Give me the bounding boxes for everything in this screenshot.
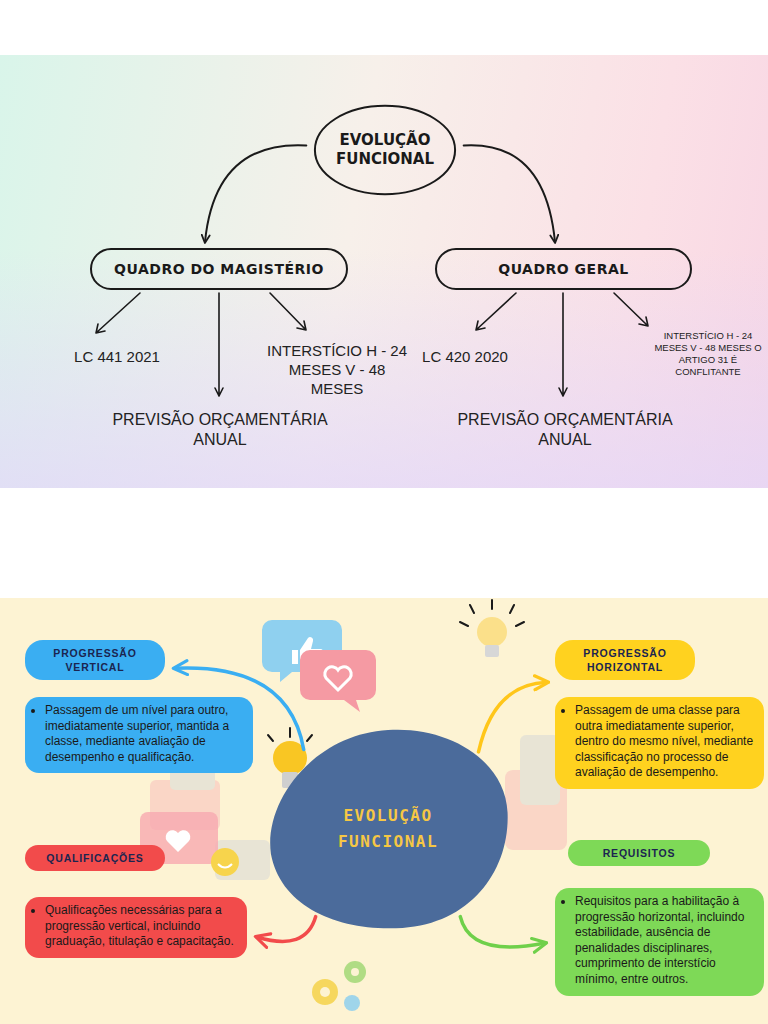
connector-arrow bbox=[479, 682, 548, 752]
gear bbox=[344, 995, 360, 1011]
heart-bubble bbox=[300, 650, 376, 712]
heart bbox=[325, 667, 351, 690]
blob-fill bbox=[270, 730, 507, 929]
description-box: Passagem de um nível para outro, imediat… bbox=[25, 697, 253, 773]
gear bbox=[312, 979, 338, 1005]
heading-pill: PROGRESSÃO VERTICAL bbox=[25, 640, 165, 680]
ellipse-border bbox=[315, 106, 455, 194]
description-box: Requisitos para a habilitação à progress… bbox=[555, 888, 764, 996]
interval-note: INTERSTÍCIO H - 24 MESES V - 48 MESES bbox=[262, 342, 412, 398]
description-box: Qualificações necessárias para a progres… bbox=[25, 897, 247, 958]
gear-hole bbox=[320, 987, 330, 997]
leader-arrow bbox=[215, 293, 223, 396]
description-box: Passagem de uma classe para outra imedia… bbox=[555, 697, 764, 789]
interval-note: INTERSTÍCIO H - 24 MESES V - 48 MESES O … bbox=[652, 330, 764, 378]
gear bbox=[344, 961, 366, 983]
speech-bubble bbox=[300, 650, 376, 712]
law-reference: LC 441 2021 bbox=[52, 348, 182, 367]
blob-outline bbox=[266, 726, 510, 932]
heading-pill: QUALIFICAÇÕES bbox=[25, 845, 165, 871]
heart bbox=[166, 830, 191, 852]
category-pill: QUADRO DO MAGISTÉRIO bbox=[90, 248, 348, 290]
smile bbox=[218, 864, 232, 868]
rays bbox=[268, 728, 312, 741]
connector-arrow bbox=[205, 145, 306, 242]
node-label: EVOLUÇÃO FUNCIONAL bbox=[330, 131, 440, 170]
node-label: PROGRESSÃO HORIZONTAL bbox=[565, 646, 685, 674]
node-label: PROGRESSÃO VERTICAL bbox=[35, 646, 155, 674]
node-label: QUADRO DO MAGISTÉRIO bbox=[114, 261, 324, 277]
node-label: QUADRO GERAL bbox=[498, 261, 628, 277]
heading-pill: REQUISITOS bbox=[568, 840, 710, 866]
description-text: Passagem de um nível para outro, imediat… bbox=[45, 703, 245, 765]
heading-pill: PROGRESSÃO HORIZONTAL bbox=[555, 640, 695, 680]
gears bbox=[312, 961, 366, 1011]
bulb bbox=[477, 617, 507, 647]
node-label: EVOLUÇÃO FUNCIONAL bbox=[328, 803, 448, 854]
phone-card bbox=[520, 735, 560, 805]
description-text: Qualificações necessárias para a progres… bbox=[45, 903, 239, 950]
leader-arrow bbox=[614, 293, 648, 326]
description-text: Requisitos para a habilitação à progress… bbox=[575, 894, 756, 988]
description-text: Passagem de uma classe para outra imedia… bbox=[575, 703, 756, 781]
bullet-list: Requisitos para a habilitação à progress… bbox=[559, 894, 756, 988]
connector-arrow bbox=[464, 145, 555, 242]
budget-note: PREVISÃO ORÇAMENTÁRIA ANUAL bbox=[440, 410, 690, 450]
leader-arrow bbox=[270, 293, 306, 330]
connector-arrow bbox=[460, 917, 545, 947]
bullet-list: Qualificações necessárias para a progres… bbox=[29, 903, 239, 950]
node-label: QUALIFICAÇÕES bbox=[46, 851, 143, 865]
leader-arrow bbox=[559, 293, 567, 396]
gear-hole bbox=[351, 968, 359, 976]
lightbulb-top bbox=[460, 600, 524, 657]
bullet-list: Passagem de um nível para outro, imediat… bbox=[29, 703, 245, 765]
category-pill: QUADRO GERAL bbox=[435, 248, 692, 290]
connector-arrow bbox=[257, 917, 316, 942]
central-blob: EVOLUÇÃO FUNCIONAL bbox=[266, 726, 510, 932]
smiley bbox=[211, 848, 239, 876]
bulb-base bbox=[485, 645, 499, 657]
budget-note: PREVISÃO ORÇAMENTÁRIA ANUAL bbox=[95, 410, 345, 450]
leader-arrow bbox=[476, 293, 516, 330]
central-ellipse: EVOLUÇÃO FUNCIONAL bbox=[312, 103, 458, 197]
law-reference: LC 420 2020 bbox=[400, 348, 530, 367]
node-label: REQUISITOS bbox=[603, 846, 676, 860]
bullet-list: Passagem de uma classe para outra imedia… bbox=[559, 703, 756, 781]
leader-arrow bbox=[96, 293, 140, 333]
